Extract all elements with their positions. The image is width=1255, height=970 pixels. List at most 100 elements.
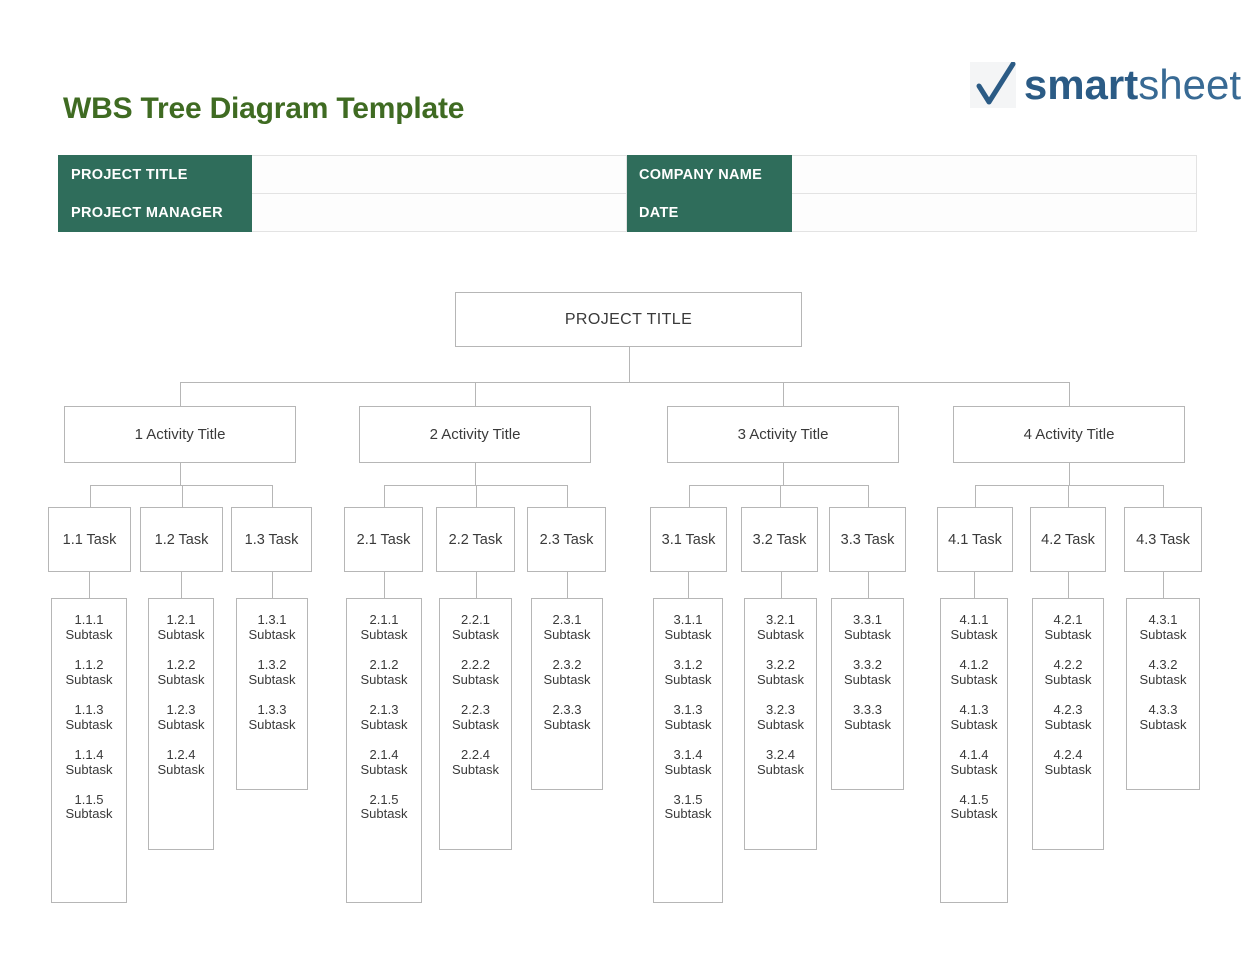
list-item[interactable]: 3.1.4 Subtask bbox=[664, 746, 712, 777]
node-task-1-1[interactable]: 1.1 Task bbox=[48, 507, 131, 572]
list-item[interactable]: 1.2.2 Subtask bbox=[157, 656, 205, 687]
list-item[interactable]: 2.3.3 Subtask bbox=[543, 701, 591, 732]
node-root[interactable]: PROJECT TITLE bbox=[455, 292, 802, 347]
node-activity-3[interactable]: 3 Activity Title bbox=[667, 406, 899, 463]
list-item[interactable]: 3.3.3 Subtask bbox=[844, 701, 891, 732]
connector-task-stem bbox=[1069, 463, 1070, 485]
date-label: DATE bbox=[626, 193, 792, 232]
list-item[interactable]: 2.3.1 Subtask bbox=[543, 612, 591, 642]
list-item[interactable]: 1.3.3 Subtask bbox=[248, 701, 296, 732]
list-item[interactable]: 4.2.3 Subtask bbox=[1044, 701, 1092, 732]
connector-task-bus bbox=[975, 485, 1163, 486]
brand-wordmark-light: sheet bbox=[1138, 61, 1241, 108]
list-item[interactable]: 1.1.5 Subtask bbox=[65, 791, 113, 822]
list-item[interactable]: 4.2.2 Subtask bbox=[1044, 656, 1092, 687]
connector-task-drop bbox=[566, 485, 568, 507]
list-item[interactable]: 1.1.3 Subtask bbox=[65, 701, 113, 732]
node-task-4-2[interactable]: 4.2 Task bbox=[1030, 507, 1106, 572]
list-item[interactable]: 1.2.1 Subtask bbox=[157, 612, 205, 642]
list-item[interactable]: 3.1.3 Subtask bbox=[664, 701, 712, 732]
date-field[interactable] bbox=[791, 193, 1197, 232]
list-item[interactable]: 2.1.4 Subtask bbox=[360, 746, 408, 777]
node-task-1-3[interactable]: 1.3 Task bbox=[231, 507, 312, 572]
connector-task-drop bbox=[181, 485, 183, 507]
list-item[interactable]: 3.1.2 Subtask bbox=[664, 656, 712, 687]
list-item[interactable]: 3.2.4 Subtask bbox=[757, 746, 804, 777]
list-item[interactable]: 1.3.1 Subtask bbox=[248, 612, 296, 642]
connector-task-stem bbox=[180, 463, 181, 485]
list-item[interactable]: 2.2.1 Subtask bbox=[452, 612, 499, 642]
connector-activity-drop bbox=[475, 382, 476, 406]
subtask-list-1-1: 1.1.1 Subtask 1.1.2 Subtask 1.1.3 Subtask 1… bbox=[51, 598, 127, 903]
connector-task-stem bbox=[783, 463, 784, 485]
brand-wordmark: smartsheet bbox=[1024, 64, 1241, 106]
subtask-list-3-3: 3.3.1 Subtask 3.3.2 Subtask 3.3.3 Subtask bbox=[831, 598, 904, 790]
subtask-list-3-2: 3.2.1 Subtask 3.2.2 Subtask 3.2.3 Subtask 3… bbox=[744, 598, 817, 850]
list-item[interactable]: 1.1.2 Subtask bbox=[65, 656, 113, 687]
table-row: PROJECT MANAGER DATE bbox=[58, 193, 1197, 232]
list-item[interactable]: 1.3.2 Subtask bbox=[248, 656, 296, 687]
subtask-list-3-1: 3.1.1 Subtask 3.1.2 Subtask 3.1.3 Subtask 3… bbox=[653, 598, 723, 903]
node-task-3-3[interactable]: 3.3 Task bbox=[829, 507, 906, 572]
list-item[interactable]: 4.3.3 Subtask bbox=[1139, 701, 1187, 732]
subtask-list-1-3: 1.3.1 Subtask 1.3.2 Subtask 1.3.3 Subtask bbox=[236, 598, 308, 790]
node-task-3-2[interactable]: 3.2 Task bbox=[741, 507, 818, 572]
company-name-label: COMPANY NAME bbox=[626, 155, 792, 194]
connector-task-drop bbox=[89, 485, 91, 507]
project-manager-field[interactable] bbox=[251, 193, 627, 232]
table-row: PROJECT TITLE COMPANY NAME bbox=[58, 155, 1197, 194]
list-item[interactable]: 4.1.4 Subtask bbox=[950, 746, 998, 777]
list-item[interactable]: 4.2.1 Subtask bbox=[1044, 612, 1092, 642]
list-item[interactable]: 2.1.2 Subtask bbox=[360, 656, 408, 687]
list-item[interactable]: 1.2.3 Subtask bbox=[157, 701, 205, 732]
connector-activity-drop bbox=[783, 382, 784, 406]
list-item[interactable]: 3.2.3 Subtask bbox=[757, 701, 804, 732]
subtask-list-4-1: 4.1.1 Subtask 4.1.2 Subtask 4.1.3 Subtask 4… bbox=[940, 598, 1008, 903]
list-item[interactable]: 3.3.2 Subtask bbox=[844, 656, 891, 687]
node-task-4-3[interactable]: 4.3 Task bbox=[1124, 507, 1202, 572]
list-item[interactable]: 2.2.3 Subtask bbox=[452, 701, 499, 732]
list-item[interactable]: 2.2.4 Subtask bbox=[452, 746, 499, 777]
list-item[interactable]: 4.1.2 Subtask bbox=[950, 656, 998, 687]
connector-task-drop bbox=[688, 485, 690, 507]
list-item[interactable]: 2.3.2 Subtask bbox=[543, 656, 591, 687]
list-item[interactable]: 1.2.4 Subtask bbox=[157, 746, 205, 777]
list-item[interactable]: 3.2.2 Subtask bbox=[757, 656, 804, 687]
list-item[interactable]: 1.1.4 Subtask bbox=[65, 746, 113, 777]
project-title-field[interactable] bbox=[251, 155, 627, 194]
list-item[interactable]: 3.1.5 Subtask bbox=[664, 791, 712, 822]
list-item[interactable]: 2.2.2 Subtask bbox=[452, 656, 499, 687]
list-item[interactable]: 1.1.1 Subtask bbox=[65, 612, 113, 642]
list-item[interactable]: 4.1.1 Subtask bbox=[950, 612, 998, 642]
connector-task-stem bbox=[475, 463, 476, 485]
node-task-1-2[interactable]: 1.2 Task bbox=[140, 507, 223, 572]
node-task-2-2[interactable]: 2.2 Task bbox=[436, 507, 515, 572]
subtask-list-2-2: 2.2.1 Subtask 2.2.2 Subtask 2.2.3 Subtask 2… bbox=[439, 598, 512, 850]
list-item[interactable]: 3.3.1 Subtask bbox=[844, 612, 891, 642]
list-item[interactable]: 2.1.5 Subtask bbox=[360, 791, 408, 822]
list-item[interactable]: 2.1.1 Subtask bbox=[360, 612, 408, 642]
list-item[interactable]: 4.3.2 Subtask bbox=[1139, 656, 1187, 687]
node-activity-2[interactable]: 2 Activity Title bbox=[359, 406, 591, 463]
connector-task-bus bbox=[89, 485, 272, 486]
connector-task-drop bbox=[867, 485, 869, 507]
list-item[interactable]: 4.2.4 Subtask bbox=[1044, 746, 1092, 777]
node-task-2-3[interactable]: 2.3 Task bbox=[527, 507, 606, 572]
list-item[interactable]: 3.1.1 Subtask bbox=[664, 612, 712, 642]
node-activity-4[interactable]: 4 Activity Title bbox=[953, 406, 1185, 463]
node-task-4-1[interactable]: 4.1 Task bbox=[937, 507, 1013, 572]
list-item[interactable]: 4.1.3 Subtask bbox=[950, 701, 998, 732]
list-item[interactable]: 3.2.1 Subtask bbox=[757, 612, 804, 642]
list-item[interactable]: 4.3.1 Subtask bbox=[1139, 612, 1187, 642]
node-task-3-1[interactable]: 3.1 Task bbox=[650, 507, 727, 572]
company-name-field[interactable] bbox=[791, 155, 1197, 194]
project-manager-label: PROJECT MANAGER bbox=[58, 193, 252, 232]
connector-task-drop bbox=[271, 485, 273, 507]
node-activity-1[interactable]: 1 Activity Title bbox=[64, 406, 296, 463]
list-item[interactable]: 2.1.3 Subtask bbox=[360, 701, 408, 732]
node-task-2-1[interactable]: 2.1 Task bbox=[344, 507, 423, 572]
list-item[interactable]: 4.1.5 Subtask bbox=[950, 791, 998, 822]
connector-subtask-drop bbox=[1163, 572, 1164, 598]
connector-subtask-drop bbox=[567, 572, 568, 598]
